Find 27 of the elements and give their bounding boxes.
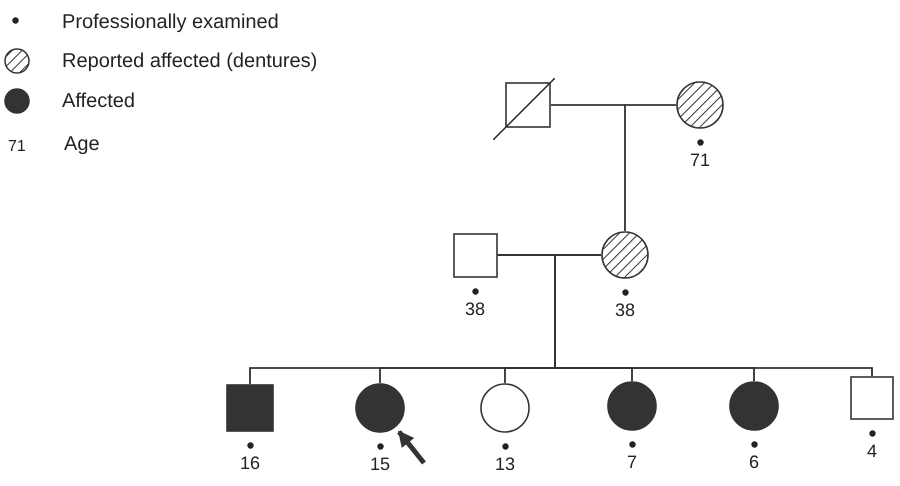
age-sample-label: 71 — [8, 137, 26, 157]
pedigree-circle — [607, 381, 657, 431]
pedigree-circle — [676, 81, 724, 129]
legend-text: Affected — [62, 90, 136, 112]
age-label: 71 — [688, 151, 712, 169]
age-label: 38 — [464, 300, 486, 318]
pedigree-square — [226, 384, 274, 432]
age-label: 16 — [238, 454, 262, 472]
legend-text: Professionally examined — [62, 11, 279, 33]
pointer-arrow — [397, 430, 426, 465]
age-label: 38 — [614, 301, 636, 319]
pedigree-square — [850, 376, 894, 420]
pedigree-line — [554, 254, 873, 376]
age-label: 6 — [748, 453, 760, 471]
age-label: 13 — [494, 455, 516, 473]
pedigree-circle — [355, 383, 405, 433]
pedigree-circle — [480, 383, 530, 433]
pedigree-circle — [729, 381, 779, 431]
age-label: 7 — [626, 453, 638, 471]
age-label: 15 — [368, 455, 392, 473]
pedigree-circle — [601, 231, 649, 279]
pedigree-square — [452, 232, 498, 278]
pedigree-line — [624, 104, 676, 231]
legend-text: Age — [64, 133, 100, 155]
legend-text: Reported affected (dentures) — [62, 50, 318, 72]
pedigree-square — [505, 82, 551, 128]
age-label: 4 — [866, 442, 878, 460]
